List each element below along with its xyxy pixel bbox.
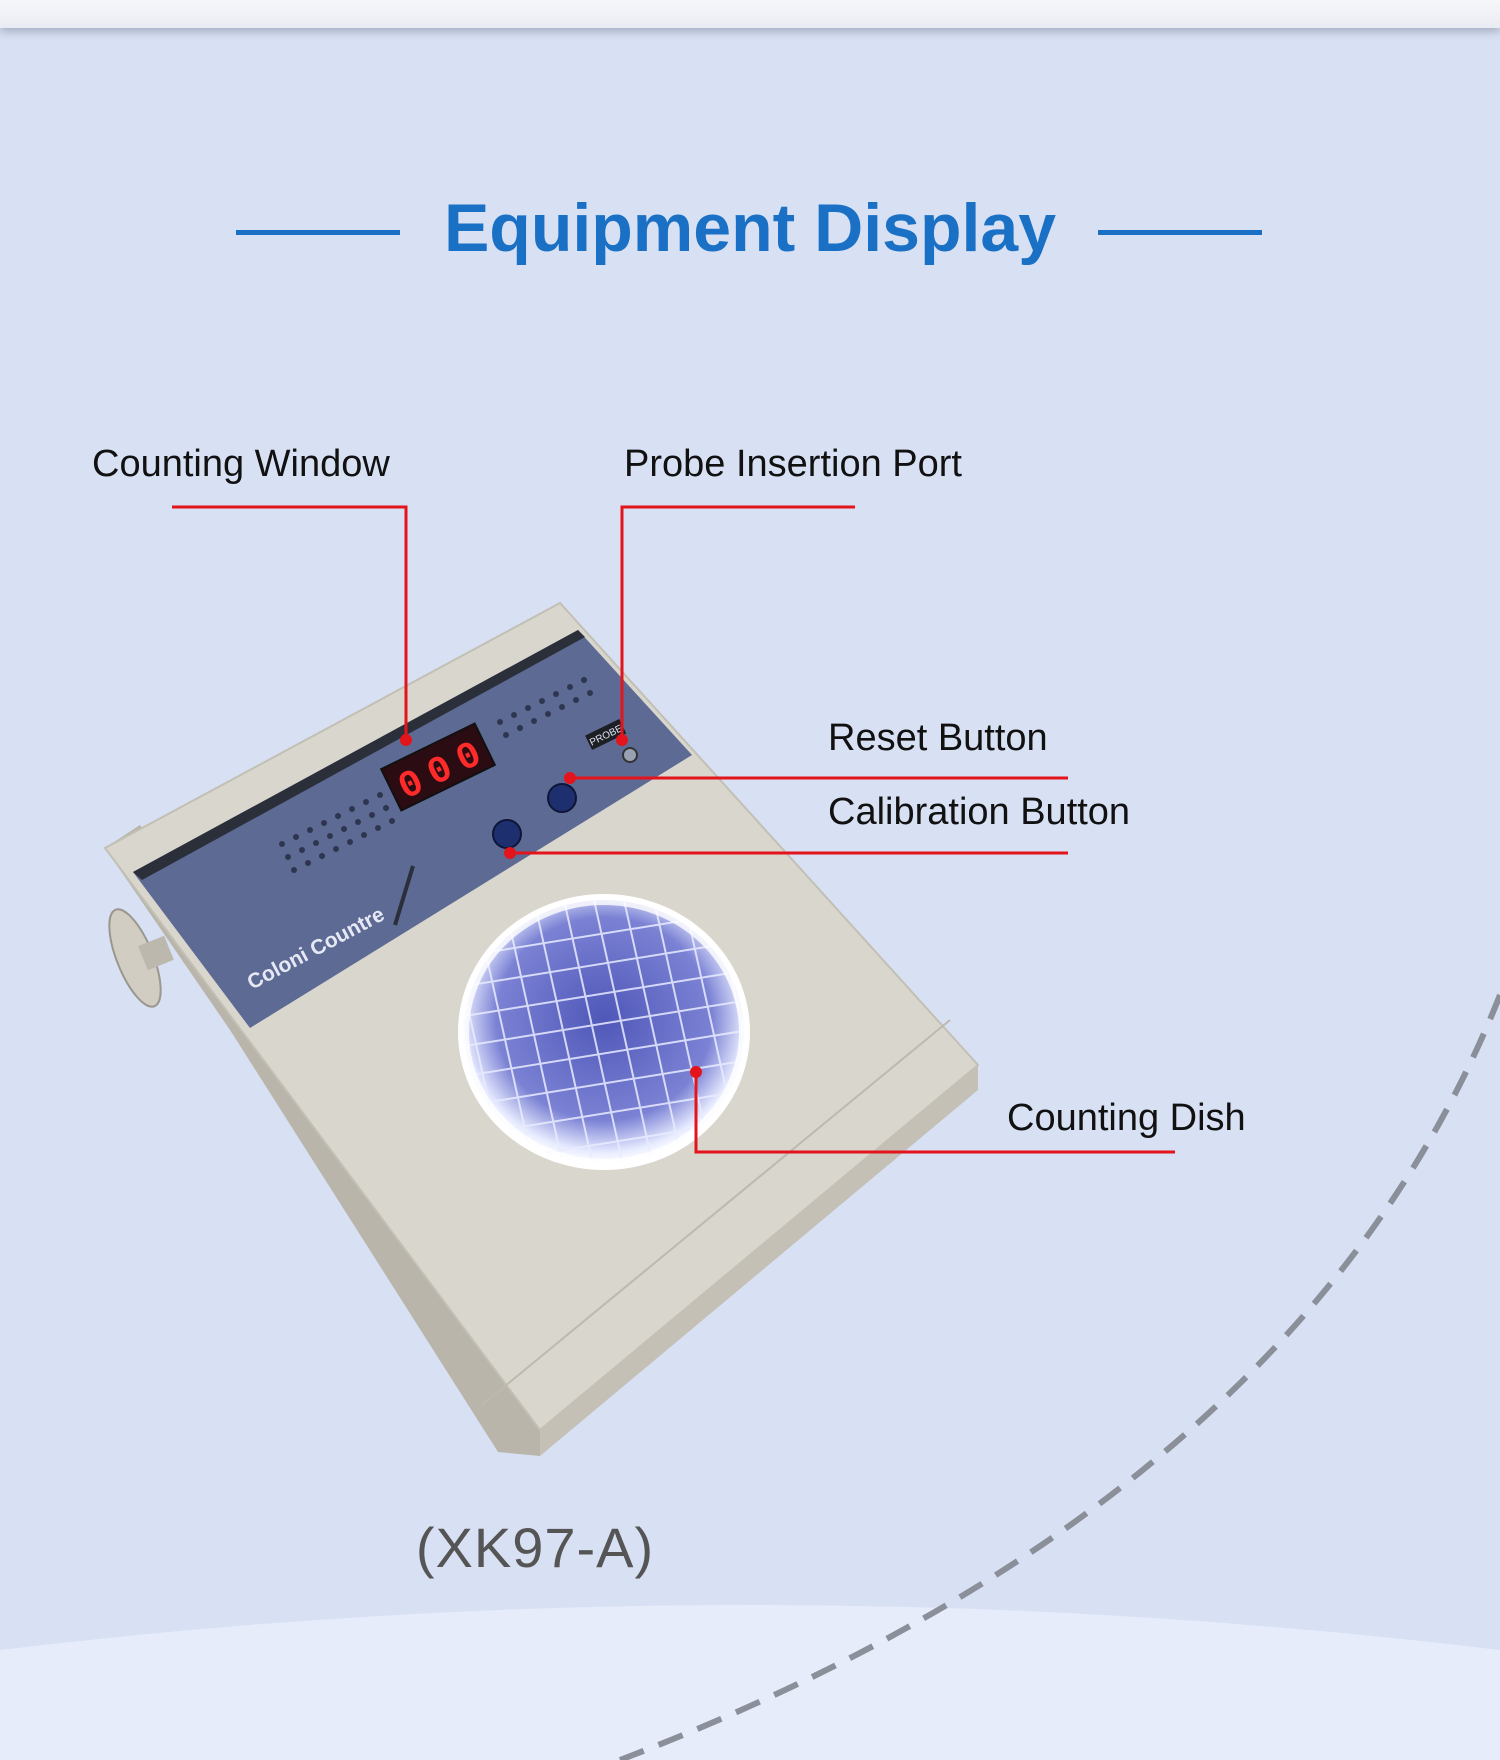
dish-glow-ring: [459, 895, 749, 1169]
dashed-arc: [618, 993, 1500, 1760]
dish-surface: [464, 900, 744, 1164]
counting-window-display: 0 0 0: [379, 722, 497, 812]
callout-dots: [400, 734, 702, 1078]
label-probe-insertion-port: Probe Insertion Port: [624, 443, 962, 485]
speaker-grill-left: [279, 792, 395, 873]
heading-left-rule: [236, 230, 400, 235]
label-counting-window: Counting Window: [92, 443, 390, 485]
heading-right-rule: [1098, 230, 1262, 235]
control-panel-edge: [133, 630, 585, 880]
label-reset-button: Reset Button: [828, 717, 1048, 759]
side-knob: [108, 908, 174, 1008]
top-shadow-band: [0, 0, 1500, 28]
model-caption: (XK97-A): [415, 1516, 655, 1579]
page-title: Equipment Display: [443, 190, 1057, 266]
calibration-button-knob: [492, 819, 522, 849]
reset-button-knob: [547, 783, 577, 813]
device-seam: [481, 1019, 951, 1406]
leader-probe-port: [620, 505, 855, 740]
label-counting-dish: Counting Dish: [1007, 1097, 1246, 1139]
device-right-edge: [540, 1065, 978, 1456]
dot-counting-dish: [690, 1066, 702, 1078]
leader-counting-dish: [694, 1072, 1175, 1154]
dot-probe-port: [616, 734, 628, 746]
dot-calibration-button: [504, 847, 516, 859]
leader-counting-window: [172, 505, 408, 740]
bottom-light-band: [0, 1605, 1500, 1760]
control-panel: [133, 630, 692, 1028]
speaker-grill-right: [497, 677, 593, 738]
label-calibration-button: Calibration Button: [828, 791, 1131, 833]
display-housing: [379, 722, 497, 812]
dot-counting-window: [400, 734, 412, 746]
callout-leaders: [172, 505, 1175, 1154]
probe-port-jack: [622, 747, 638, 763]
dot-reset-button: [564, 772, 576, 784]
brand-slash: [393, 865, 415, 926]
